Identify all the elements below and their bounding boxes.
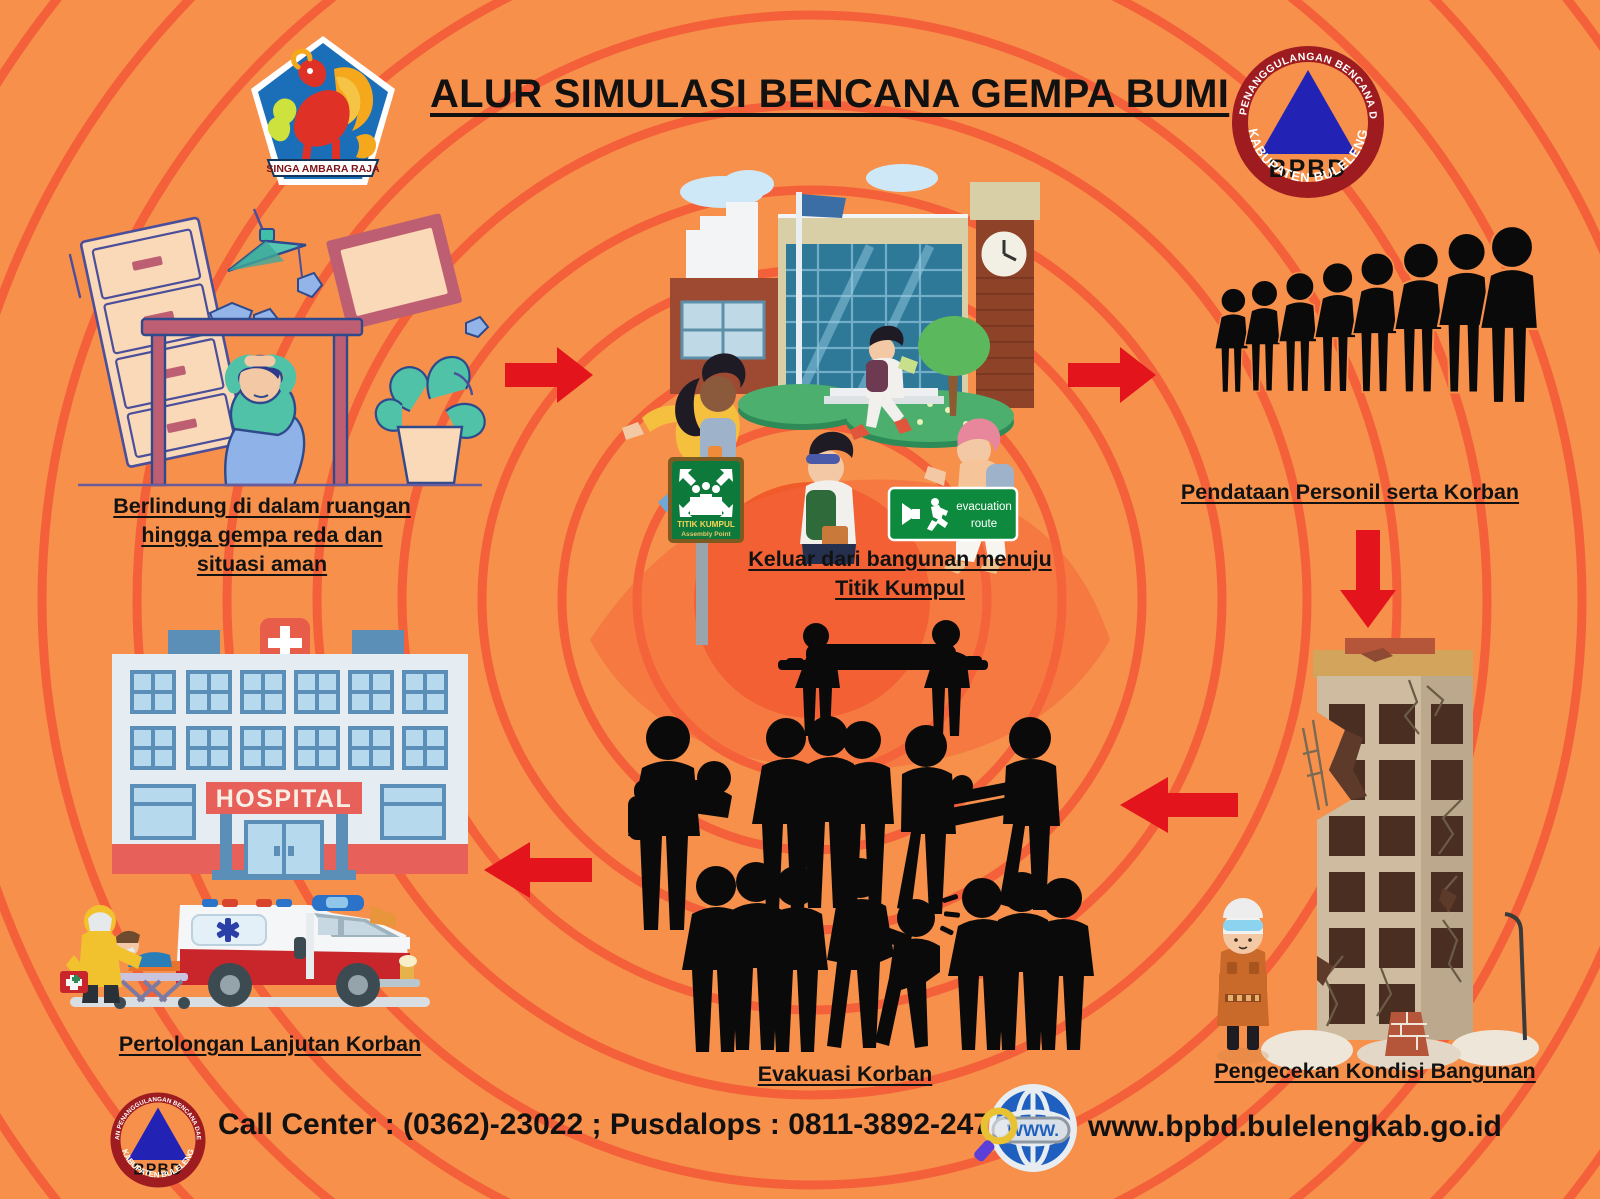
ambulance-word-text: AMBULANCE — [329, 957, 394, 968]
stretcher-carry-group — [778, 620, 988, 736]
flow-arrow-1-to-2 — [505, 347, 593, 403]
globe-www-text: WWW. — [1007, 1121, 1059, 1140]
scene-crowd-lineup — [1210, 224, 1550, 465]
step-4-caption: Pengecekan Kondisi Bangunan — [1214, 1059, 1536, 1083]
step-5-caption: Evakuasi Korban — [757, 1062, 933, 1086]
flow-arrow-3-to-4 — [1340, 530, 1396, 628]
assist-injured-group — [827, 858, 960, 1048]
evacuation-sign-line2: route — [971, 518, 997, 530]
assembly-sign-line2: Assembly Point — [681, 531, 731, 538]
evacuation-route-sign: evacuation route — [887, 486, 1019, 542]
hospital-sign-text: HOSPITAL — [216, 785, 353, 813]
bpbd-logo-footer: BPBD BADAN PENANGGULANGAN BENCANA DAERAH… — [106, 1085, 208, 1190]
scene-ambulance: AMBULANCE — [60, 875, 430, 1015]
two-carry-victim-group — [897, 717, 1060, 914]
step-3-caption: Pendataan Personil serta Korban — [1180, 480, 1520, 504]
scene-hospital-building: HOSPITAL — [90, 600, 490, 890]
scene-rescue-pictograms — [610, 610, 1094, 1052]
flow-arrow-4-to-5 — [1120, 777, 1238, 833]
page-title: ALUR SIMULASI BENCANA GEMPA BUMI — [430, 72, 1230, 116]
flow-arrow-2-to-3 — [1068, 347, 1156, 403]
footer-contact-text: Call Center : (0362)-23022 ; Pusdalops :… — [218, 1108, 991, 1141]
running-person-icon — [927, 498, 948, 531]
bpbd-footer-acronym: BPBD — [133, 1161, 182, 1178]
crowd-right-group — [948, 872, 1094, 1050]
flow-arrow-5-to-6 — [484, 842, 592, 898]
step-2-caption: Keluar dari bangunan menuju Titik Kumpul — [748, 547, 1052, 600]
scene-person-under-desk — [58, 208, 490, 495]
assembly-sign-line1: TITIK KUMPUL — [677, 520, 735, 529]
evacuation-sign-line1: evacuation — [956, 501, 1012, 513]
logo-motto-text: SINGA AMBARA RAJA — [266, 163, 380, 175]
bpbd-logo: BPBD BADAN PENANGGULANGAN BENCANA DAERAH… — [1224, 33, 1388, 202]
buleleng-regency-logo: SINGA AMBARA RAJA — [248, 33, 398, 198]
step-6-caption: Pertolongan Lanjutan Korban — [118, 1032, 422, 1056]
scene-cracked-building — [1195, 620, 1555, 1070]
magnifier-icon — [974, 1107, 1018, 1162]
website-globe-icon: WWW. — [974, 1078, 1085, 1178]
crowd-left-group — [682, 862, 828, 1052]
bpbd-acronym-text: BPBD — [1269, 155, 1348, 183]
rescue-worker-figure — [1217, 898, 1269, 1064]
paramedic-figure — [60, 905, 142, 1003]
assembly-point-sign: TITIK KUMPUL Assembly Point — [666, 455, 746, 645]
step-1-caption: Berlindung di dalam ruangan hingga gempa… — [113, 494, 411, 576]
carry-victim-group — [628, 716, 732, 930]
star-of-life-icon — [216, 918, 240, 942]
footer-website-text: www.bpbd.bulelengkab.go.id — [1088, 1110, 1502, 1143]
